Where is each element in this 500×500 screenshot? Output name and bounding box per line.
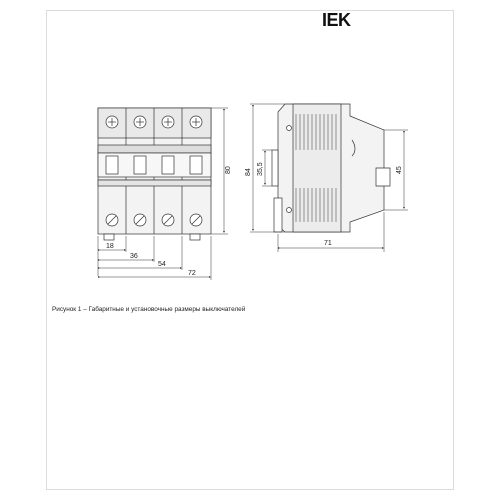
dim-front-height: 80	[225, 166, 232, 174]
side-dimensions	[250, 103, 408, 252]
iek-logo: IEK	[322, 10, 351, 31]
logo-text: IEK	[322, 10, 351, 30]
dim-width-54: 54	[158, 261, 166, 268]
top-screws	[105, 115, 203, 129]
dim-width-36: 36	[130, 253, 138, 260]
figure-caption: Рисунок 1 – Габаритные и установочные ра…	[52, 306, 246, 313]
front-view	[97, 107, 212, 241]
dim-width-18: 18	[106, 243, 114, 250]
dim-width-72: 72	[188, 270, 196, 277]
front-dimensions	[97, 107, 228, 280]
side-view	[271, 103, 391, 233]
dim-side-rail-height: 35,5	[257, 162, 264, 176]
dim-side-total-height: 84	[245, 168, 252, 176]
dim-side-depth: 71	[324, 240, 332, 247]
bottom-screws	[105, 213, 203, 227]
dim-side-right-height: 45	[396, 166, 403, 174]
